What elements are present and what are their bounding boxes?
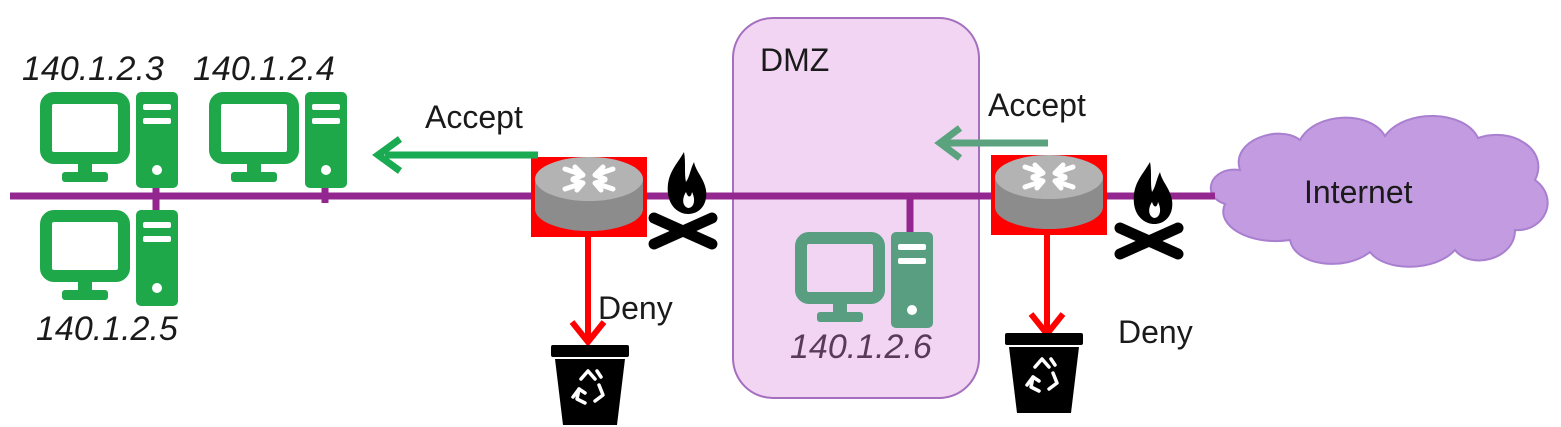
deny-arrow-outer bbox=[1028, 234, 1066, 339]
host-label-b: 140.1.2.4 bbox=[193, 50, 335, 88]
host-label-a: 140.1.2.3 bbox=[22, 50, 164, 88]
accept-arrow-outer bbox=[934, 125, 1048, 161]
internet-label: Internet bbox=[1304, 174, 1413, 210]
trash-bin-icon bbox=[549, 343, 631, 427]
accept-label-inner: Accept bbox=[425, 99, 523, 135]
trash-bin-icon bbox=[1003, 331, 1085, 415]
cloud-icon bbox=[1209, 115, 1549, 268]
deny-label-outer: Deny bbox=[1118, 314, 1193, 350]
accept-arrow-inner bbox=[372, 136, 538, 174]
dmz-label: DMZ bbox=[760, 42, 829, 78]
router-icon bbox=[531, 157, 647, 237]
deny-arrow-inner bbox=[569, 236, 607, 347]
computer-icon bbox=[46, 210, 178, 306]
computer-icon bbox=[215, 92, 347, 188]
host-label-c: 140.1.2.5 bbox=[36, 310, 178, 348]
computer-icon bbox=[46, 92, 178, 188]
firewall-icon bbox=[1120, 162, 1178, 254]
router-icon bbox=[991, 155, 1107, 235]
host-label-dmz: 140.1.2.6 bbox=[790, 328, 932, 366]
accept-label-outer: Accept bbox=[988, 87, 1086, 123]
deny-label-inner: Deny bbox=[598, 290, 673, 326]
